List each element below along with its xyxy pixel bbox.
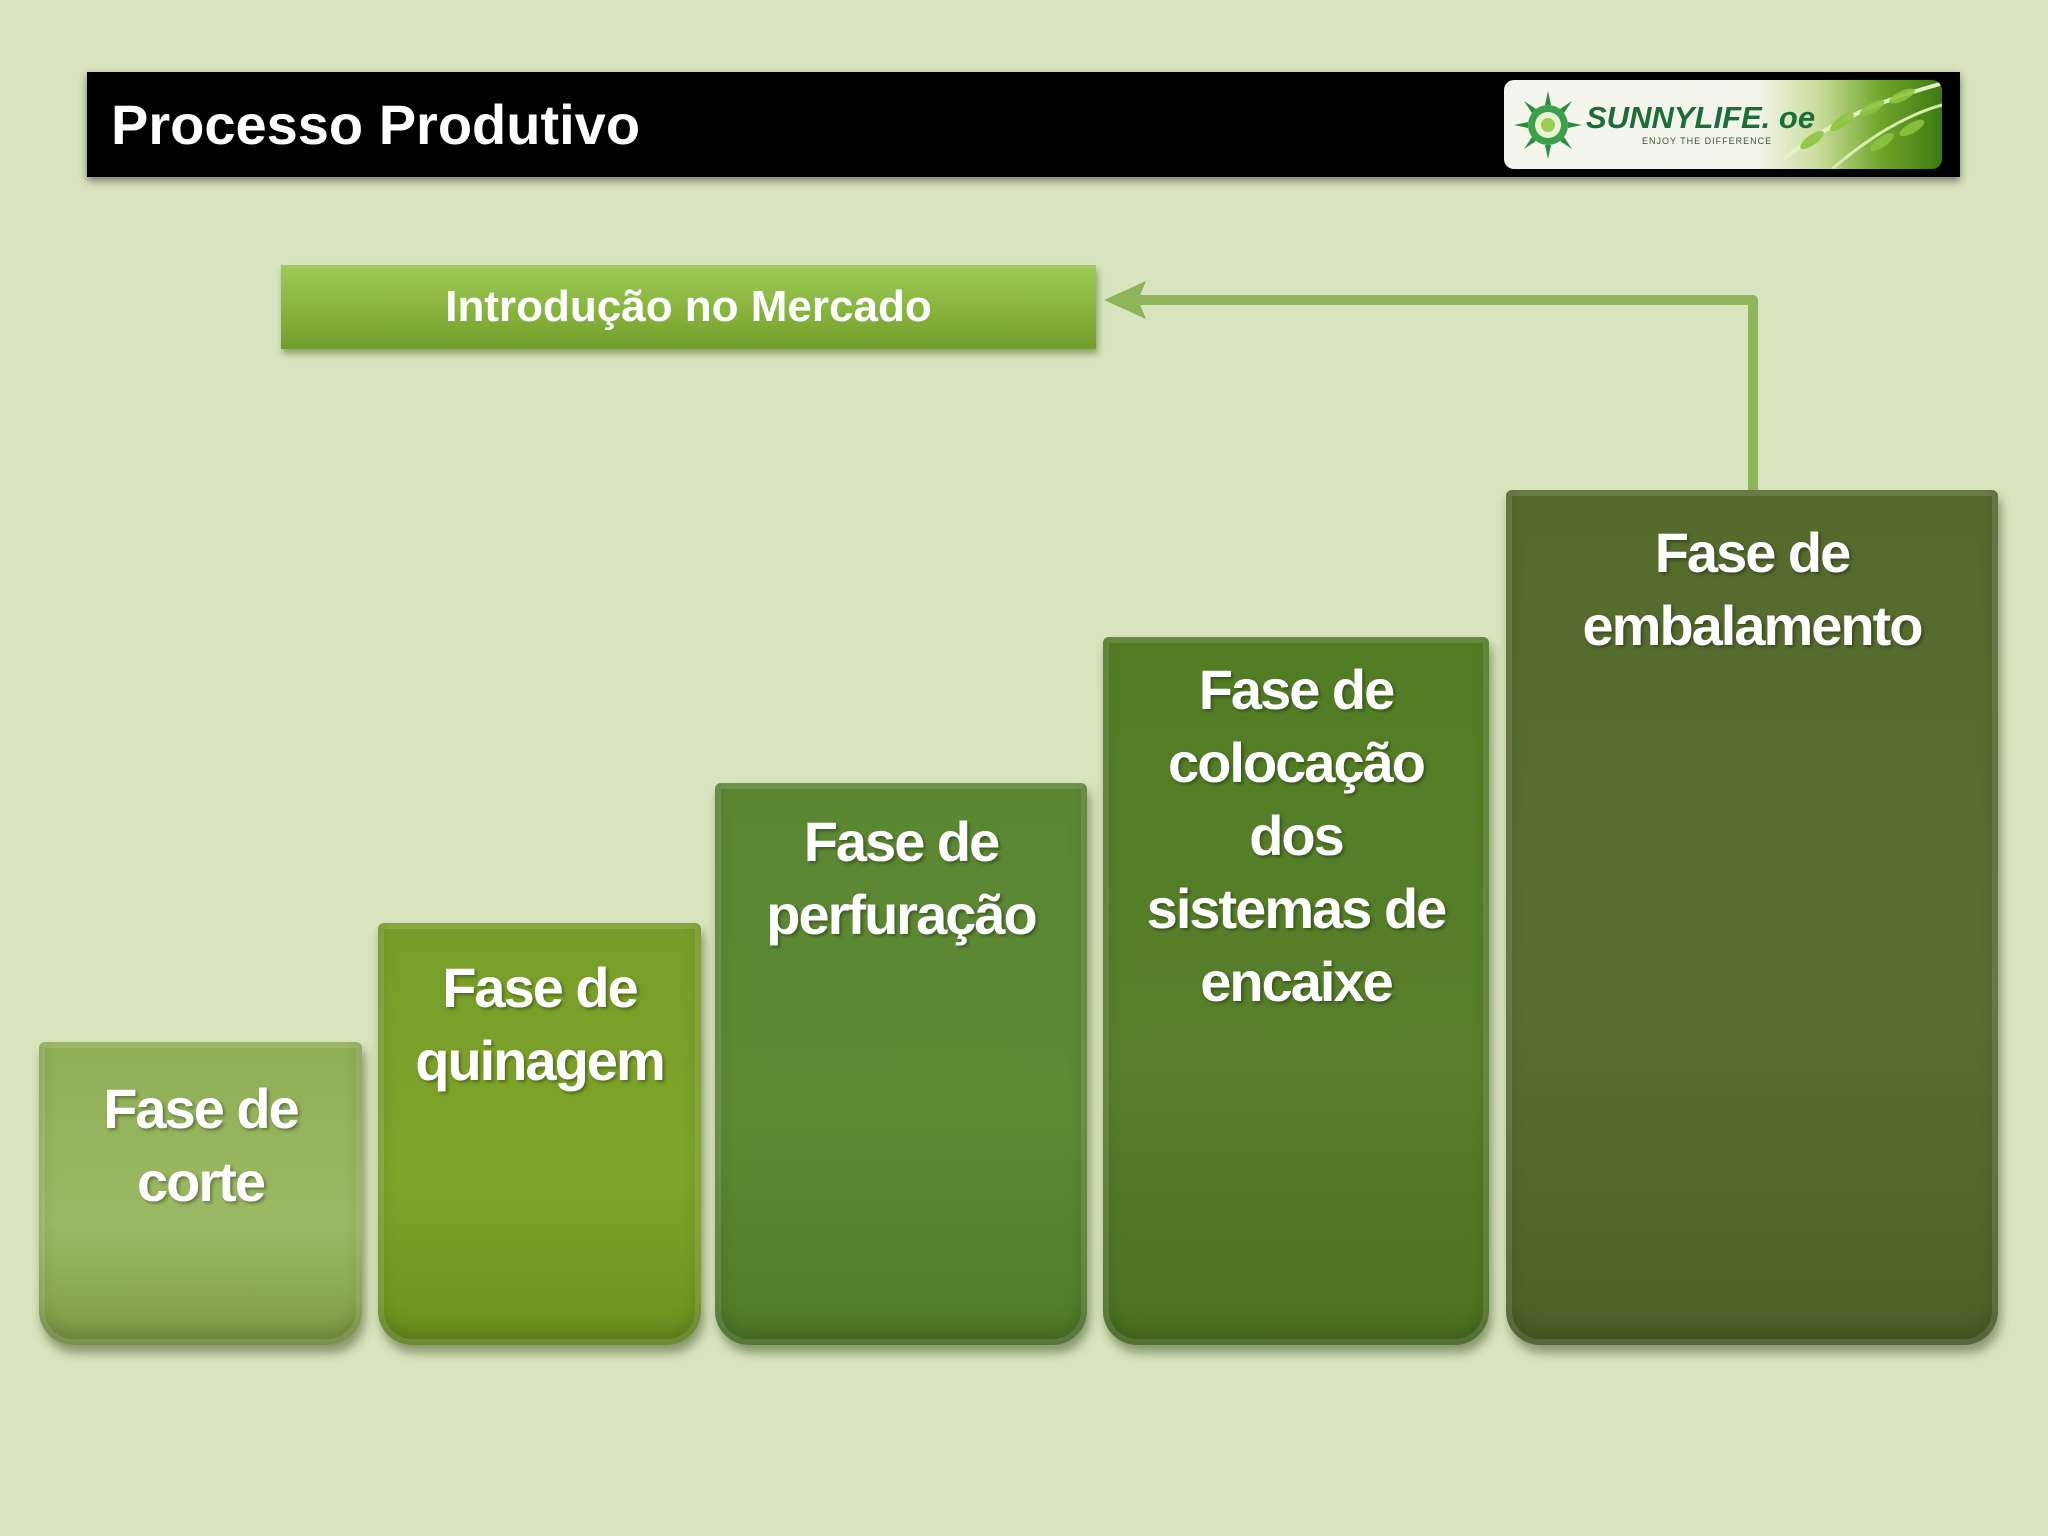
step-bending: Fase de quinagem	[378, 923, 701, 1345]
leaves-decoration	[1780, 82, 1942, 169]
step-packaging: Fase de embalamento	[1506, 490, 1998, 1345]
market-introduction-box: Introdução no Mercado	[281, 265, 1096, 349]
arrow-left-icon	[1104, 281, 1146, 319]
step-drilling: Fase de perfuração	[715, 783, 1087, 1345]
step-label: Fase de embalamento	[1582, 521, 1924, 657]
logo-brand-text: SUNNYLIFE. oe	[1586, 100, 1816, 135]
logo-tagline: ENJOY THE DIFFERENCE	[1642, 136, 1773, 146]
market-introduction-label: Introdução no Mercado	[445, 282, 932, 331]
step-label: Fase de perfuração	[766, 810, 1037, 946]
brand-logo: SUNNYLIFE. oe ENJOY THE DIFFERENCE	[1504, 80, 1942, 169]
step-label: Fase de colocação dos sistemas de encaix…	[1146, 658, 1448, 1013]
step-label: Fase de corte	[103, 1077, 300, 1213]
page-title: Processo Produtivo	[111, 93, 641, 156]
sun-logo-icon	[1514, 91, 1582, 159]
title-bar: Processo Produtivo SUNNYLIFE. oe ENJOY T…	[87, 72, 1960, 177]
step-cutting: Fase de corte	[39, 1042, 362, 1345]
step-label: Fase de quinagem	[415, 956, 665, 1092]
step-fitting-systems: Fase de colocação dos sistemas de encaix…	[1103, 637, 1489, 1345]
